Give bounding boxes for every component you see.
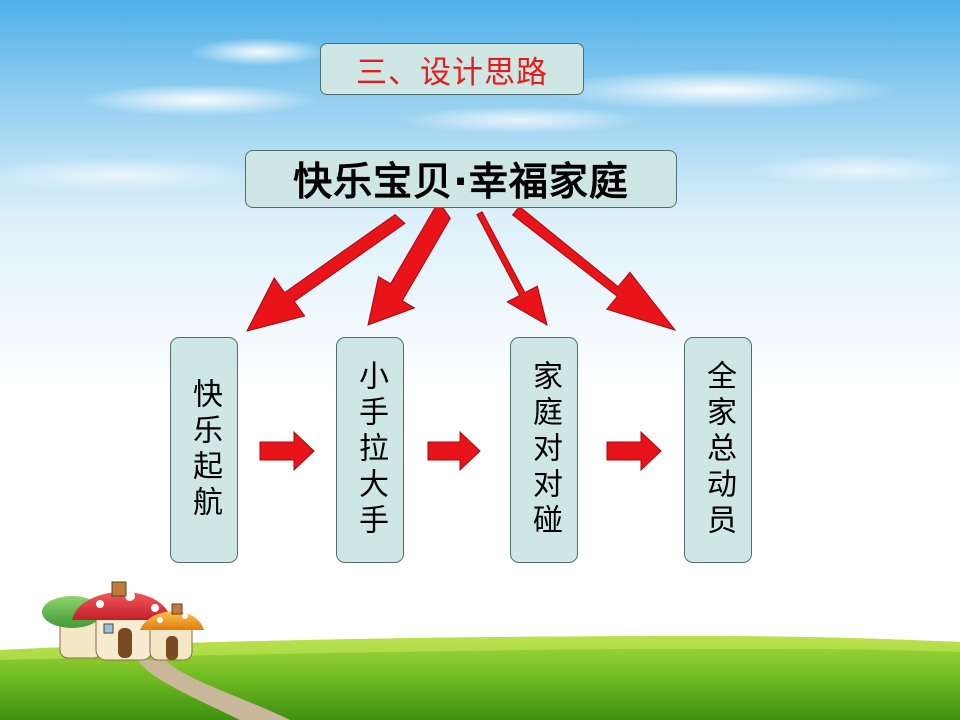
arrow-step-2-to-3: [427, 430, 481, 472]
step-box-1: 快乐起航: [170, 337, 238, 563]
arrow-to-step-4: [511, 205, 677, 331]
step-label-1: 快乐起航: [187, 378, 222, 522]
step-label-4: 全家总动员: [701, 360, 736, 540]
step-box-3: 家庭对对碰: [510, 337, 578, 563]
arrow-to-step-1: [246, 213, 406, 332]
arrow-step-1-to-2: [259, 430, 315, 472]
arrow-to-step-2: [367, 200, 451, 326]
arrow-to-step-3: [476, 211, 548, 327]
section-title: 三、设计思路: [320, 43, 584, 95]
mushroom-house-icon: [42, 581, 204, 661]
main-title: 快乐宝贝·幸福家庭: [245, 150, 677, 208]
step-box-4: 全家总动员: [684, 337, 752, 563]
step-box-2: 小手拉大手: [336, 337, 404, 563]
step-label-2: 小手拉大手: [353, 360, 388, 540]
step-label-3: 家庭对对碰: [527, 360, 562, 540]
arrow-step-3-to-4: [606, 430, 662, 472]
